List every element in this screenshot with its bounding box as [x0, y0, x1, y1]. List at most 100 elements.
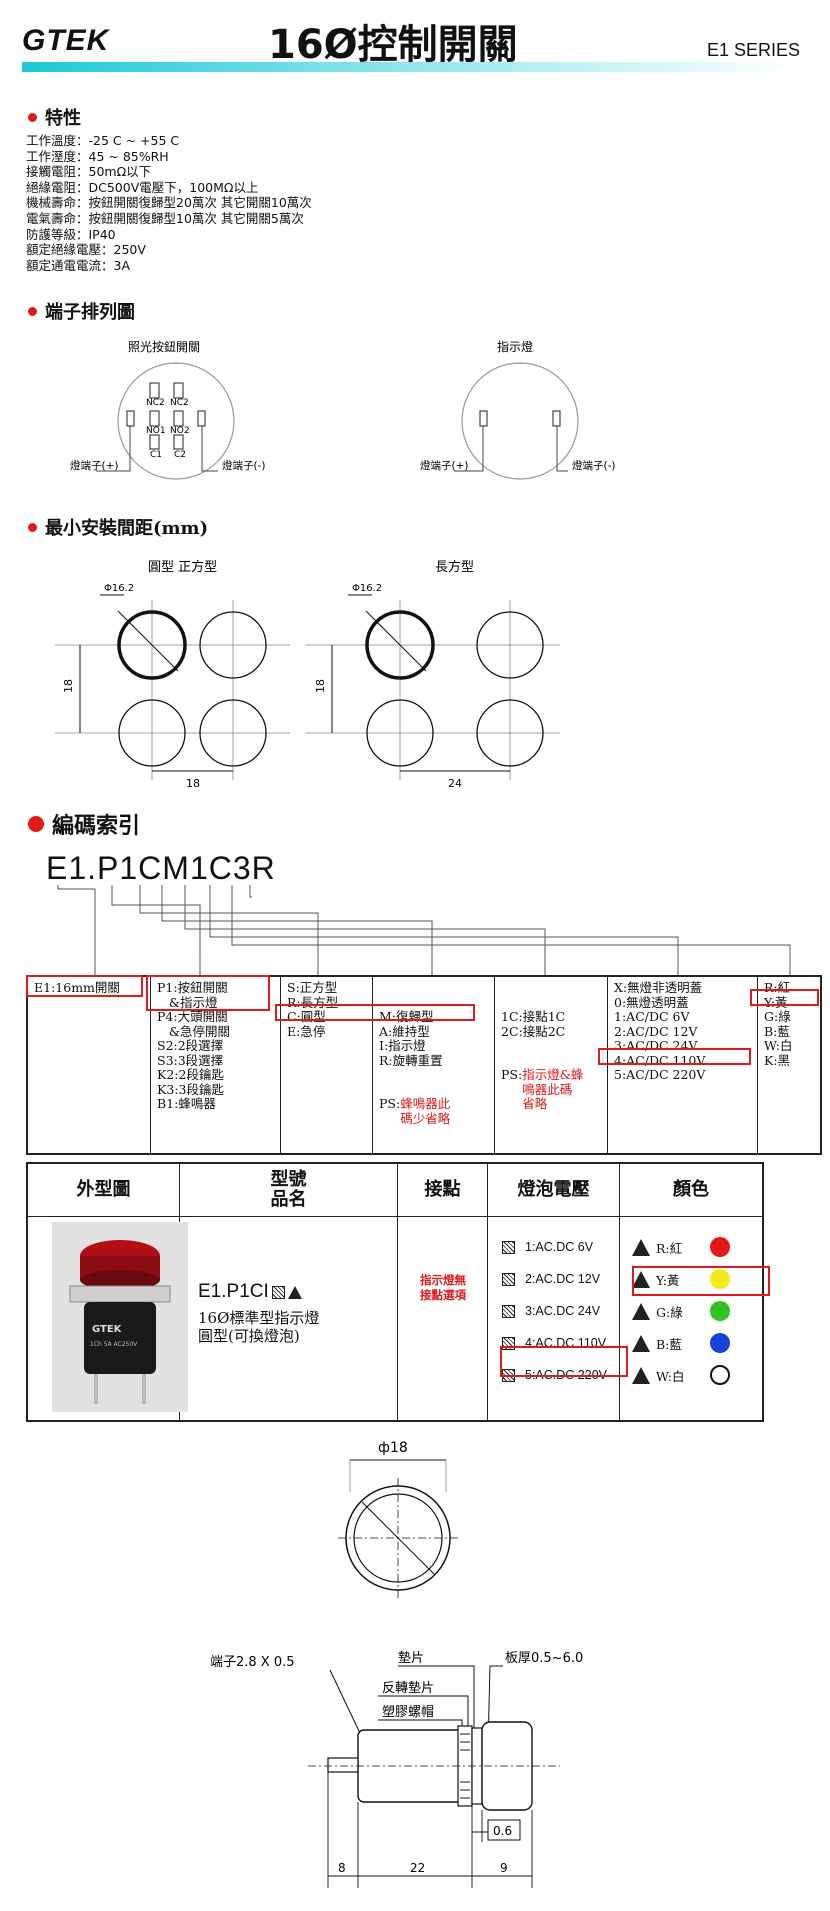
- voltage-option: 2:AC.DC 12V: [502, 1263, 619, 1295]
- label-reverse-washer: 反轉墊片: [382, 1681, 434, 1696]
- ps-text: 蜂鳴器此 碼少省略: [400, 1096, 451, 1126]
- triangle-icon: [632, 1270, 650, 1288]
- spec-item: 機械壽命：按鈕開關復歸型20萬次 其它開關10萬次: [26, 195, 312, 211]
- label-no2: NO2: [170, 426, 190, 436]
- spacing-diagram: 圓型 正方型 長方型 Φ16.2 18 18 Φ16.2 18 24: [55, 559, 560, 790]
- dim-9: 9: [500, 1861, 508, 1875]
- section-terminal: 端子排列圖: [28, 298, 135, 324]
- spacing-right-title: 長方型: [435, 559, 474, 575]
- highlight-voltage-110: [500, 1346, 628, 1377]
- color-option: Y:黃: [632, 1263, 762, 1295]
- spacing-dia-right: Φ16.2: [352, 583, 382, 594]
- bullet-icon: [28, 522, 37, 532]
- section-characteristics: 特性: [28, 104, 81, 130]
- label-plastic-nut: 塑膠螺帽: [382, 1704, 434, 1720]
- triangle-icon: [632, 1302, 650, 1320]
- color-label: Y:黃: [656, 1272, 680, 1288]
- color-option: R:紅: [632, 1231, 762, 1263]
- label-c1: C1: [150, 450, 162, 460]
- spec-item: 額定通電電流：3A: [26, 257, 131, 273]
- highlight-color-yellow: [632, 1266, 770, 1296]
- terminal-left-title: 照光按鈕開關: [128, 340, 200, 354]
- highlight-type: [146, 975, 270, 1011]
- model-name: E1.P1CI: [198, 1281, 269, 1302]
- code-col-voltage: X:無燈非透明蓋 0:無燈透明蓋 1:AC/DC 6V 2:AC/DC 12V …: [608, 977, 758, 1153]
- color-option: W:白: [632, 1359, 762, 1391]
- color-swatch: [710, 1365, 730, 1385]
- voltage-label: 2:AC.DC 12V: [525, 1272, 601, 1286]
- color-placeholder-icon: [287, 1285, 302, 1299]
- label-lamp-minus-right: 燈端子(-): [572, 459, 615, 472]
- header-shape: 外型圖: [28, 1164, 180, 1216]
- bullet-icon: [28, 816, 44, 832]
- cell-contact: 指示燈無 接點選項: [398, 1216, 488, 1420]
- model-code: E1.P1CI: [198, 1281, 308, 1303]
- spec-list: 工作溫度：-25 C ~ +55 C 工作溼度：45 ~ 85%RH 接觸電阻：…: [26, 133, 312, 273]
- triangle-icon: [632, 1238, 650, 1256]
- hatch-icon: [502, 1240, 515, 1254]
- label-phi18: ф18: [378, 1440, 408, 1456]
- section-title: 端子排列圖: [45, 302, 135, 323]
- voltage-placeholder-icon: [271, 1285, 285, 1299]
- label-nc2-b: NC2: [170, 398, 189, 408]
- ps-text: 指示燈&蜂 鳴器此碼 省略: [522, 1067, 584, 1111]
- header-color: 顏色: [673, 1179, 709, 1200]
- code-leader-lines: [57, 885, 791, 977]
- color-swatch: [710, 1333, 730, 1353]
- label-lamp-plus-right: 燈端子(+): [420, 459, 469, 472]
- label-terminal: 端子2.8 X 0.5: [210, 1655, 295, 1670]
- color-label: R:紅: [656, 1240, 683, 1256]
- voltage-label: 1:AC.DC 6V: [525, 1240, 594, 1254]
- spec-item: 防護等級：IP40: [26, 226, 116, 242]
- section-title: 特性: [45, 108, 81, 129]
- product-photo: GTEK 1Ch 5A AC250V: [52, 1222, 188, 1412]
- header-contact: 接點: [398, 1164, 488, 1216]
- product-table: 外型圖 型號 品名 接點 燈泡電壓 顏色 E1.P1CI 16Ø標準型指示燈 圓…: [26, 1162, 764, 1422]
- triangle-icon: [632, 1334, 650, 1352]
- label-nc2-a: NC2: [146, 398, 165, 408]
- terminal-right-title: 指示燈: [497, 339, 533, 354]
- highlight-voltage: [598, 1048, 751, 1065]
- code-col-contact-ps: PS: 指示燈&蜂 鳴器此碼 省略: [501, 1067, 601, 1112]
- terminal-diagram: 照光按鈕開關 NC2 NC2 NO1 NO2 C1 C2 燈端子(+) 燈端子(…: [70, 339, 615, 480]
- spec-item: 電氣壽命：按鈕開關復歸型10萬次 其它開關5萬次: [26, 210, 304, 226]
- model-description: 16Ø標準型指示燈 圓型(可換燈泡): [198, 1309, 320, 1345]
- highlight-shape: [275, 1004, 475, 1021]
- dim-8: 8: [338, 1861, 346, 1875]
- page-title: 16Ø控制開關: [268, 22, 518, 68]
- spec-item: 工作溼度：45 ~ 85%RH: [26, 148, 169, 164]
- section-coding: 編碼索引: [28, 808, 140, 840]
- color-option: G:綠: [632, 1295, 762, 1327]
- highlight-series: [26, 975, 143, 997]
- series-label: E1 SERIES: [706, 40, 800, 60]
- section-title: 最小安裝間距(mm): [45, 518, 209, 539]
- code-col-contact: 1C:接點1C 2C:接點2C PS: 指示燈&蜂 鳴器此碼 省略: [495, 977, 608, 1153]
- ps-label: PS:: [501, 1067, 523, 1082]
- spec-item: 工作溫度：-25 C ~ +55 C: [26, 133, 180, 148]
- code-col-series: E1:16mm開關: [28, 977, 151, 1153]
- color-label: G:綠: [656, 1304, 683, 1320]
- color-option: B:藍: [632, 1327, 762, 1359]
- photo-sublabel: 1Ch 5A AC250V: [90, 1341, 138, 1348]
- bullet-icon: [28, 112, 37, 122]
- code-col-color: R:紅 Y:黃 G:綠 B:藍 W:白 K:黑: [764, 980, 793, 1068]
- spacing-dim-v-right: 18: [314, 679, 327, 693]
- ps-label: PS:: [379, 1096, 401, 1111]
- side-view-terminal: [327, 1757, 359, 1773]
- voltage-label: 3:AC.DC 24V: [525, 1304, 601, 1318]
- spacing-left-title: 圓型 正方型: [148, 559, 217, 575]
- spacing-dim-h-right: 24: [448, 777, 462, 790]
- spacing-dim-h-left: 18: [186, 777, 200, 790]
- bullet-icon: [28, 306, 37, 316]
- highlight-color: [750, 989, 819, 1006]
- code-col-contact-text: 1C:接點1C 2C:接點2C: [501, 1009, 566, 1039]
- color-label: W:白: [656, 1368, 685, 1384]
- label-thickness: 板厚0.5~6.0: [505, 1651, 583, 1666]
- spec-item: 接觸電阻：50mΩ以下: [26, 164, 152, 180]
- triangle-icon: [632, 1366, 650, 1384]
- spacing-dia-left: Φ16.2: [104, 583, 134, 594]
- label-lamp-minus-left: 燈端子(-): [222, 459, 265, 472]
- header-bar: [22, 62, 802, 72]
- spec-item: 額定絕緣電壓：250V: [26, 242, 146, 258]
- section-spacing: 最小安裝間距(mm): [28, 514, 208, 540]
